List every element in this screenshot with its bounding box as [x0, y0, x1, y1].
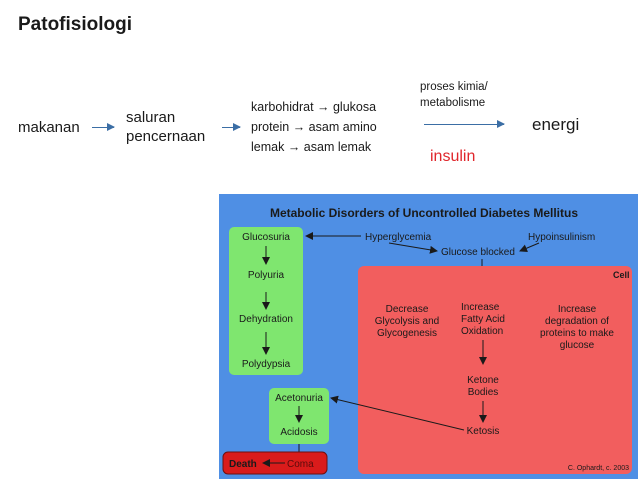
- process-label-line1: proses kimia/: [420, 81, 488, 93]
- digestive-label-line1: saluran: [126, 109, 176, 126]
- cell-box: [358, 266, 632, 474]
- flow-arrow-1: [92, 123, 115, 131]
- cell-col2-line3: Oxidation: [461, 326, 503, 337]
- glucosuria-label: Glucosuria: [242, 232, 290, 243]
- diabetes-diagram: Metabolic Disorders of Uncontrolled Diab…: [219, 194, 638, 479]
- food-label: makanan: [18, 119, 80, 136]
- slide-title: Patofisiologi: [18, 14, 132, 35]
- digestive-label-line2: pencernaan: [126, 128, 206, 145]
- arrow-ketosis-acetonuria: [330, 395, 465, 431]
- cell-label: Cell: [613, 270, 630, 280]
- cell-col3-line2: degradation of: [545, 316, 609, 327]
- hyperglycemia-label: Hyperglycemia: [365, 232, 432, 243]
- arrow-hyperglycemia-blocked: [388, 242, 438, 254]
- flow-arrow-3: [424, 120, 505, 128]
- credit-label: C. Ophardt, c. 2003: [568, 465, 629, 472]
- nutrient-carbohydrate: karbohidrat → glukosa: [251, 100, 377, 114]
- acidosis-label: Acidosis: [280, 427, 317, 438]
- cell-col1-line1: Decrease: [386, 304, 429, 315]
- cell-col3-line4: glucose: [560, 340, 595, 351]
- energy-label: energi: [532, 115, 580, 134]
- arrow-hypoinsulinism-blocked: [519, 242, 540, 252]
- nutrient-protein: protein → asam amino: [251, 120, 377, 134]
- ketone-line1: Ketone: [467, 375, 499, 386]
- diagram-title: Metabolic Disorders of Uncontrolled Diab…: [270, 206, 578, 220]
- cell-col3-line3: proteins to make: [540, 328, 614, 339]
- polyuria-label: Polyuria: [248, 270, 285, 281]
- insulin-label: insulin: [430, 148, 476, 165]
- nutrient-fat: lemak → asam lemak: [251, 140, 372, 154]
- cell-col2-line2: Fatty Acid: [461, 314, 505, 325]
- flow-arrow-2: [222, 123, 241, 131]
- glucose-blocked-label: Glucose blocked: [441, 247, 515, 258]
- cell-col1-line2: Glycolysis and: [375, 316, 439, 327]
- cell-col3-line1: Increase: [558, 304, 597, 315]
- dehydration-label: Dehydration: [239, 314, 293, 325]
- ketone-line2: Bodies: [468, 387, 499, 398]
- death-label: Death: [229, 459, 257, 470]
- ketosis-label: Ketosis: [467, 426, 500, 437]
- diagram-canvas: Metabolic Disorders of Uncontrolled Diab…: [222, 206, 632, 475]
- acetonuria-label: Acetonuria: [275, 393, 323, 404]
- coma-label: Coma: [287, 459, 314, 470]
- cell-col1-line3: Glycogenesis: [377, 328, 437, 339]
- process-label-line2: metabolisme: [420, 97, 486, 109]
- cell-col2-line1: Increase: [461, 302, 500, 313]
- polydypsia-label: Polydypsia: [242, 359, 291, 370]
- hypoinsulinism-label: Hypoinsulinism: [528, 232, 595, 243]
